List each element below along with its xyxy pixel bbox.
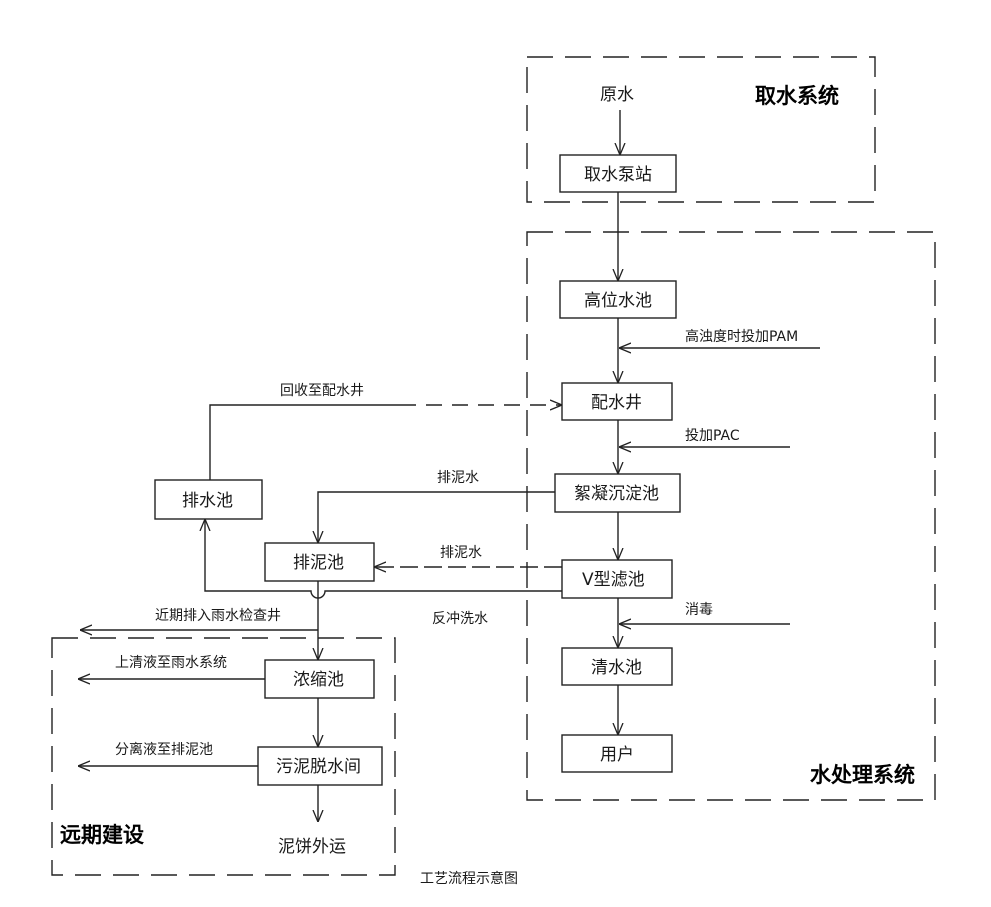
- recycle-line: [209, 404, 400, 480]
- supernatant-label: 上清液至雨水系统: [115, 655, 227, 671]
- diagram-caption: 工艺流程示意图: [420, 870, 518, 887]
- dewatering-node: 污泥脱水间: [257, 746, 383, 786]
- future-region: [51, 637, 396, 876]
- sludge-water-line-1: [318, 491, 555, 543]
- backwash-line: [205, 519, 562, 599]
- v-filter-label: V型滤池: [582, 570, 645, 590]
- distribution-well-label: 配水井: [591, 393, 642, 413]
- clear-water-node: 清水池: [561, 647, 673, 686]
- high-tank-node: 高位水池: [559, 280, 677, 319]
- high-tank-label: 高位水池: [584, 291, 652, 311]
- intake-pump-label: 取水泵站: [584, 165, 652, 185]
- backwash-label: 反冲洗水: [432, 611, 488, 627]
- intake-pump-node: 取水泵站: [559, 154, 677, 193]
- dewatering-label: 污泥脱水间: [276, 757, 361, 777]
- flocculation-label: 絮凝沉淀池: [574, 484, 659, 504]
- raw-water-label: 原水: [600, 85, 634, 105]
- disinfection-label: 消毒: [685, 602, 713, 618]
- intake-region: [526, 56, 876, 203]
- filtrate-label: 分离液至排泥池: [115, 741, 213, 758]
- flocculation-node: 絮凝沉淀池: [554, 473, 681, 513]
- drain-tank-label: 排水池: [182, 491, 233, 511]
- thickener-label: 浓缩池: [293, 670, 344, 690]
- recycle-label: 回收至配水井: [280, 383, 364, 399]
- pam-label: 高浊度时投加PAM: [685, 328, 798, 345]
- pac-label: 投加PAC: [685, 428, 740, 444]
- drain-tank-node: 排水池: [154, 479, 263, 520]
- distribution-well-node: 配水井: [561, 382, 673, 421]
- sludge-water-label-2: 排泥水: [440, 545, 482, 561]
- user-node: 用户: [561, 734, 673, 773]
- sludge-water-label-1: 排泥水: [437, 470, 479, 486]
- sludge-tank-node: 排泥池: [264, 542, 375, 582]
- clear-water-label: 清水池: [591, 658, 642, 678]
- treatment-region: [526, 231, 936, 801]
- sludge-tank-label: 排泥池: [293, 553, 344, 573]
- v-filter-node: V型滤池: [561, 559, 673, 599]
- near-term-label: 近期排入雨水检查井: [155, 608, 281, 624]
- user-label: 用户: [600, 745, 634, 765]
- cake-out-label: 泥饼外运: [278, 837, 346, 857]
- thickener-node: 浓缩池: [264, 659, 375, 699]
- intake-region-label: 取水系统: [755, 84, 839, 108]
- future-region-label: 远期建设: [60, 823, 144, 847]
- treatment-region-label: 水处理系统: [810, 763, 915, 787]
